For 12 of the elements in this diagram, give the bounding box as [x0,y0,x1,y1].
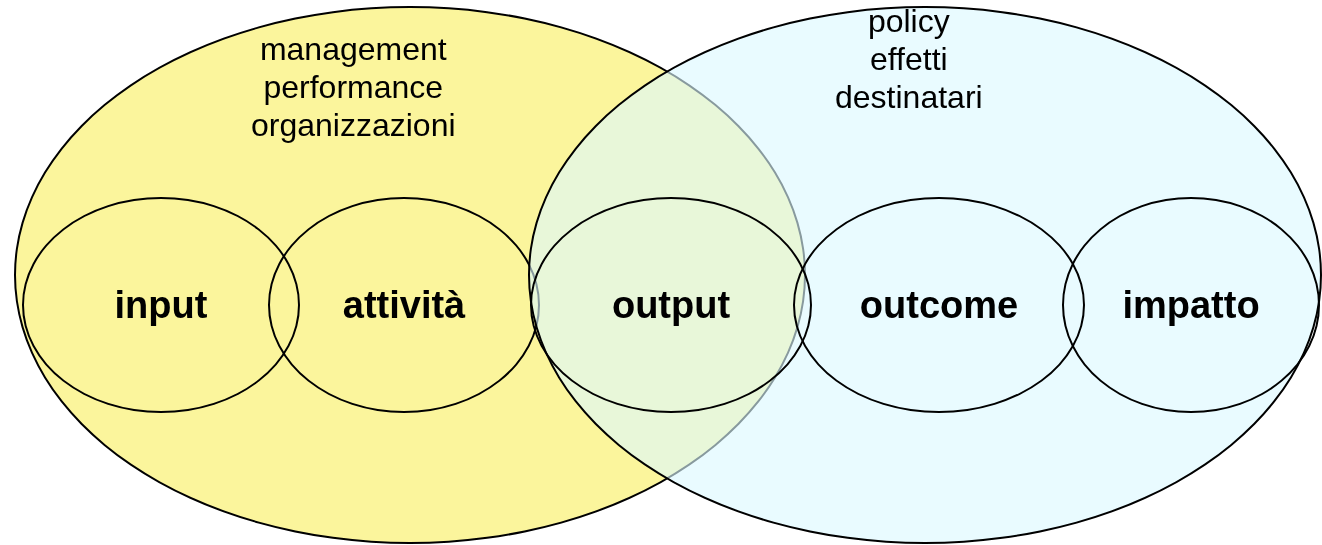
node-label: outcome [859,286,1019,324]
circle-node [793,197,1085,413]
circle-node [1062,197,1320,413]
node-label: impatto [1122,286,1260,324]
node-label: attività [342,286,466,324]
circle-node [22,197,300,413]
node-label: management performance organizzazioni [251,30,456,144]
node-label: input [114,286,208,324]
node-label: policy effetti destinatari [835,2,983,116]
node-label: output [611,283,731,327]
circle-node [530,197,812,413]
circle-node [268,197,540,413]
